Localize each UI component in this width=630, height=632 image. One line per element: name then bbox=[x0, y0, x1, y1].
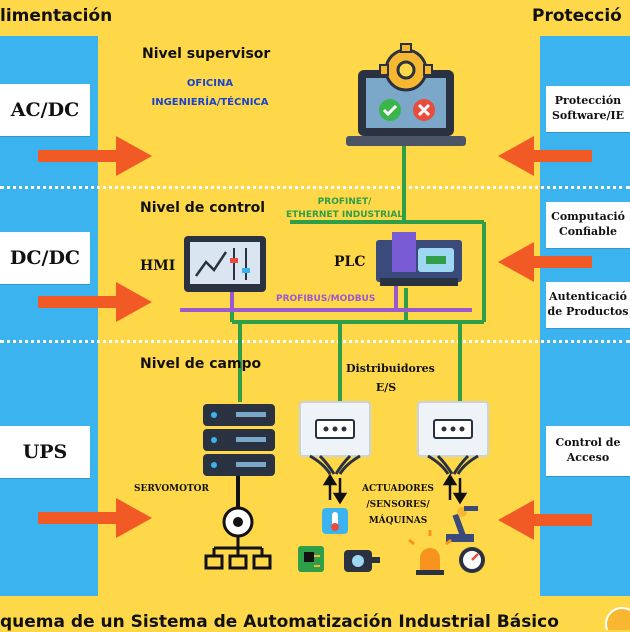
hierarchy-icon bbox=[204, 536, 272, 570]
level-field: Nivel de campo bbox=[140, 356, 262, 372]
distributors-label: Distribuidores E/S bbox=[346, 360, 435, 397]
protection-box-authentication-line2: de Productos bbox=[547, 305, 629, 318]
left-arrows bbox=[38, 136, 152, 538]
profinet-line1: PROFINET/ bbox=[317, 197, 372, 207]
distributors-line1: Distribuidores bbox=[346, 362, 435, 375]
protection-box-access-line1: Control de bbox=[555, 436, 621, 450]
protection-box-computing-line1: Computació bbox=[551, 210, 625, 224]
supervisor-line2: INGENIERÍA/TÉCNICA bbox=[151, 97, 269, 108]
profibus-label: PROFIBUS/MODBUS bbox=[276, 294, 376, 304]
arrow-right-icon bbox=[38, 498, 152, 538]
gear-icon bbox=[379, 43, 433, 92]
ethernet-lines bbox=[230, 140, 486, 402]
io-distributor-icon bbox=[417, 401, 489, 475]
separator-bottom bbox=[0, 340, 630, 343]
server-rack-icon bbox=[203, 404, 275, 476]
robot-arm-icon bbox=[446, 506, 478, 542]
fieldbus-lines bbox=[180, 286, 472, 312]
right-column-title: Protecció bbox=[532, 6, 622, 26]
hmi-label: HMI bbox=[140, 258, 176, 274]
io-distributor-icon bbox=[299, 401, 371, 475]
motor-icon bbox=[344, 550, 380, 572]
thermometer-icon bbox=[322, 508, 348, 534]
gauge-icon bbox=[459, 547, 485, 573]
level-supervisor: Nivel supervisor bbox=[142, 46, 271, 62]
power-box-acdc: AC/DC bbox=[0, 84, 90, 136]
arrow-left-icon bbox=[498, 242, 592, 282]
footer-title: quema de un Sistema de Automatización In… bbox=[0, 612, 559, 632]
servo-gear-icon bbox=[222, 506, 254, 538]
servomotor-label: SERVOMOTOR bbox=[134, 484, 210, 494]
arrow-right-icon bbox=[38, 136, 152, 176]
protection-box-software-line1: Protección bbox=[554, 94, 622, 108]
power-box-dcdc: DC/DC bbox=[0, 232, 90, 284]
arrow-left-icon bbox=[498, 136, 592, 176]
bidirectional-arrow-icon bbox=[442, 473, 468, 505]
actuators-line3: MÁQUINAS bbox=[368, 515, 428, 526]
actuators-line2: /SENSORES/ bbox=[366, 499, 430, 510]
supervisor-line1: OFICINA bbox=[186, 78, 234, 89]
arrow-left-icon bbox=[498, 500, 592, 540]
warning-light-icon bbox=[408, 530, 452, 575]
emblem-icon bbox=[605, 607, 630, 630]
profinet-label: PROFINET/ ETHERNET INDUSTRIAL bbox=[286, 196, 403, 222]
protection-box-authentication-line1: Autenticació bbox=[549, 290, 627, 304]
separator-top bbox=[0, 186, 630, 189]
hmi-icon bbox=[184, 236, 266, 292]
supervisor-office-label: OFICINA INGENIERÍA/TÉCNICA bbox=[140, 74, 280, 112]
right-arrows bbox=[498, 136, 592, 540]
level-control: Nivel de control bbox=[140, 200, 266, 216]
bidirectional-arrow-icon bbox=[322, 473, 348, 505]
profinet-line2: ETHERNET INDUSTRIAL bbox=[286, 210, 404, 221]
plc-label: PLC bbox=[334, 254, 366, 270]
distributors-line2: E/S bbox=[375, 380, 397, 394]
left-column-title: limentación bbox=[0, 6, 113, 26]
protection-box-software-line2: Software/IE bbox=[551, 109, 625, 122]
power-box-ups: UPS bbox=[0, 426, 90, 478]
circuit-board-icon bbox=[298, 546, 324, 572]
protection-box-access-line2: Acceso bbox=[566, 451, 610, 464]
arrow-right-icon bbox=[38, 282, 152, 322]
actuators-label: ACTUADORES /SENSORES/ MÁQUINAS bbox=[356, 482, 440, 529]
actuators-line1: ACTUADORES bbox=[362, 484, 434, 494]
plc-icon bbox=[376, 232, 462, 286]
protection-box-computing-line2: Confiable bbox=[558, 225, 618, 238]
